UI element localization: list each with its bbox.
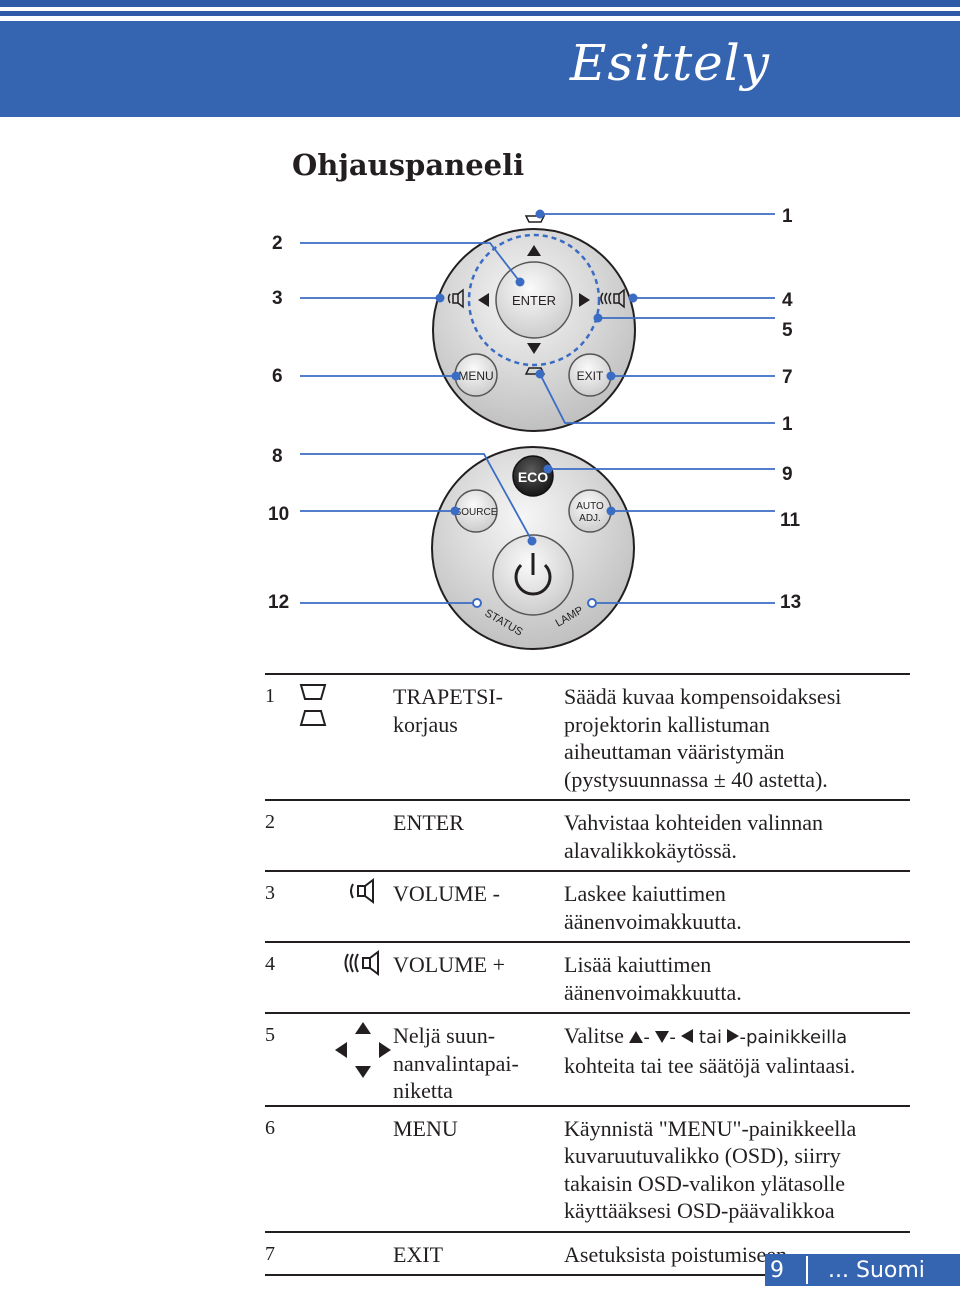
table-row: 5 Neljä suun- nanvalintapai- niketta Val…	[265, 1012, 910, 1106]
callout-number: 2	[272, 233, 283, 254]
row-name: VOLUME -	[393, 881, 500, 906]
row-description: (pystysuunnassa ± 40 astetta).	[564, 766, 828, 792]
row-name: korjaus	[393, 711, 458, 737]
four-direction-icon	[293, 1012, 393, 1106]
row-description: Asetuksista poistumiseen.	[564, 1241, 793, 1267]
enter-button-label: ENTER	[512, 293, 556, 308]
menu-button-label: MENU	[458, 369, 493, 383]
row-description: Vahvistaa kohteiden valinnan	[564, 810, 824, 835]
auto-adjust-label: ADJ.	[579, 513, 601, 524]
row-description: äänenvoimakkuutta.	[564, 908, 742, 934]
row-description: Säädä kuvaa kompensoidaksesi	[564, 684, 842, 709]
row-description: kohteita tai tee säätöjä valintaasi.	[564, 1052, 856, 1078]
callout-number: 5	[782, 320, 793, 341]
row-description: Valitse	[564, 1023, 624, 1048]
right-arrow-icon	[727, 1029, 740, 1043]
control-panel-diagram: ENTER MENU EXIT ECO SOURCE AUTO ADJ. STA…	[300, 209, 775, 650]
callout-number: 11	[780, 510, 801, 531]
callout-number: 1	[782, 206, 793, 227]
table-row: 4 VOLUME + Lisää kaiuttimen äänenvoimakk…	[265, 941, 910, 1013]
volume-down-icon	[293, 870, 393, 942]
header-stripe	[0, 11, 960, 16]
page-header-title: Esittely	[569, 34, 770, 92]
row-description: -	[669, 1027, 676, 1048]
callout-number: 1	[782, 414, 793, 435]
header-stripe	[0, 0, 960, 7]
enter-button[interactable]	[495, 261, 573, 339]
eco-button[interactable]	[512, 455, 554, 497]
row-description: kuvaruutuvalikko (OSD), siirry	[564, 1143, 841, 1168]
eco-button-label: ECO	[518, 469, 548, 485]
callout-number: 3	[272, 288, 283, 309]
table-row: 3 VOLUME - Laskee kaiuttimen äänenvoimak…	[265, 870, 910, 942]
row-description: alavalikkokäytössä.	[564, 837, 737, 863]
table-row: 1 TRAPETSI- korjaus Säädä kuvaa kompenso…	[265, 673, 910, 800]
row-description: Laskee kaiuttimen	[564, 881, 726, 906]
row-number: 5	[265, 1012, 293, 1106]
row-description: -	[643, 1027, 650, 1048]
auto-adjust-label: AUTO	[576, 501, 604, 512]
footer-tab	[765, 1254, 960, 1286]
row-name: niketta	[393, 1078, 453, 1103]
callout-number: 6	[272, 366, 283, 387]
row-name: VOLUME +	[393, 952, 506, 977]
row-description: -painikkeilla	[739, 1027, 848, 1048]
table-row: 6 MENU Käynnistä "MENU"-painikkeella kuv…	[265, 1104, 910, 1232]
down-arrow-icon[interactable]	[527, 343, 541, 354]
row-description: tai	[698, 1027, 722, 1048]
row-name: TRAPETSI-	[393, 684, 503, 709]
footer-language: ... Suomi	[828, 1258, 925, 1283]
table-row: 2 ENTER Vahvistaa kohteiden valinnan ala…	[265, 799, 910, 871]
row-number: 3	[265, 870, 293, 942]
row-name: EXIT	[393, 1241, 444, 1267]
row-description: Käynnistä "MENU"-painikkeella	[564, 1115, 857, 1141]
volume-up-icon	[293, 941, 393, 1013]
row-name: ENTER	[393, 810, 464, 835]
row-description: projektorin kallistuman	[564, 711, 770, 737]
up-arrow-icon[interactable]	[527, 245, 541, 256]
row-number: 2	[265, 799, 293, 871]
callout-number: 10	[268, 504, 290, 525]
right-arrow-icon[interactable]	[579, 293, 590, 307]
left-arrow-icon[interactable]	[478, 293, 489, 307]
left-arrow-icon	[681, 1029, 694, 1043]
callout-number: 13	[780, 592, 802, 613]
callout-number: 9	[782, 464, 793, 485]
footer-separator	[806, 1256, 808, 1284]
volume-up-icon	[600, 288, 625, 309]
callout-number: 12	[268, 592, 290, 613]
callout-dots	[435, 209, 638, 546]
exit-button-label: EXIT	[577, 369, 604, 383]
up-arrow-icon	[629, 1031, 644, 1043]
row-name: Neljä suun-	[393, 1023, 496, 1048]
row-number: 7	[265, 1230, 293, 1276]
callout-lines	[300, 213, 775, 604]
row-description: käyttääksesi OSD-päävalikkoa	[564, 1198, 835, 1223]
header-band	[0, 21, 960, 117]
row-number: 6	[265, 1104, 293, 1232]
down-arrow-icon	[655, 1031, 670, 1043]
page-number: 9	[770, 1258, 784, 1283]
row-description: takaisin OSD-valikon ylätasolle	[564, 1170, 846, 1196]
row-description: Lisää kaiuttimen	[564, 952, 712, 977]
volume-down-icon	[447, 288, 464, 309]
keystone-icon	[293, 673, 393, 800]
control-panel-table: 1 TRAPETSI- korjaus Säädä kuvaa kompenso…	[265, 673, 910, 1276]
row-number: 1	[265, 673, 293, 800]
row-description: äänenvoimakkuutta.	[564, 979, 742, 1005]
row-number: 4	[265, 941, 293, 1013]
row-name: nanvalintapai-	[393, 1050, 519, 1076]
status-led	[472, 598, 482, 608]
direction-ring	[467, 233, 601, 367]
lamp-led	[587, 598, 597, 608]
source-button-label: SOURCE	[455, 507, 498, 518]
row-name: MENU	[393, 1115, 458, 1141]
callout-number: 8	[272, 446, 283, 467]
callout-number: 4	[782, 290, 793, 311]
power-icon	[514, 553, 552, 596]
callout-number: 7	[782, 367, 793, 388]
section-title: Ohjauspaneeli	[292, 148, 525, 182]
row-description: aiheuttaman vääristymän	[564, 739, 785, 764]
